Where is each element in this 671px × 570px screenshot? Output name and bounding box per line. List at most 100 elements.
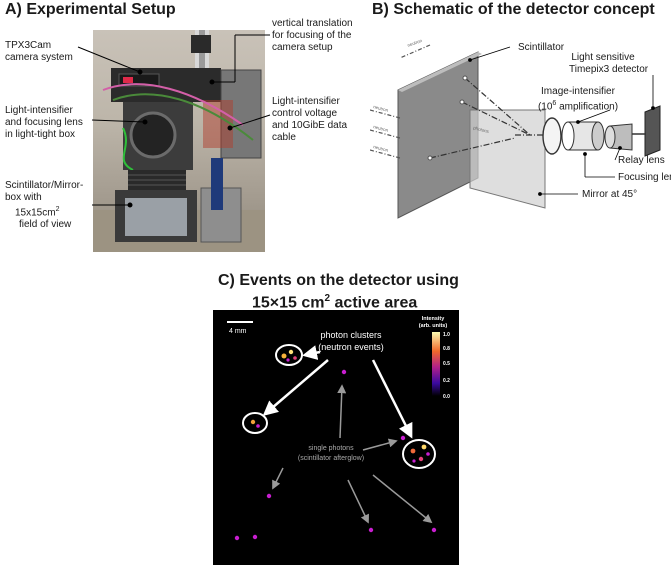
beam-label-2: neutron	[373, 124, 390, 133]
single-arrow-left	[272, 467, 284, 490]
cluster-label-1: photon clusters	[320, 330, 382, 340]
cluster-arrow-3	[371, 359, 413, 439]
leader-tpx3cam	[77, 46, 141, 73]
panel-c-title-sup: 2	[324, 293, 331, 304]
single-photons	[234, 369, 437, 541]
label-intensifier-name: Image-intensifier	[541, 86, 615, 97]
cluster-2-hit	[256, 424, 260, 428]
cluster-arrow-2	[262, 359, 329, 416]
label-scint-line4: field of view	[19, 219, 72, 231]
setup-photo	[93, 30, 265, 252]
label-scint-fov-value: 15x15cm	[15, 207, 56, 219]
leader-intensifier-dot	[142, 119, 148, 125]
incoming-beams	[370, 44, 431, 159]
scintillator-plate-top	[398, 52, 482, 92]
label-tpx3cam-line1: TPX3Cam	[5, 40, 52, 51]
beam-label-3: neutron	[373, 144, 390, 153]
single-arrow-right	[362, 438, 398, 451]
panel-c-title-post: active area	[330, 294, 418, 312]
label-scint-line1: Scintillator/Mirror-	[5, 180, 84, 191]
single-arrow-up	[337, 384, 347, 439]
cluster-1-hit	[286, 358, 290, 362]
leader-vertical-dot	[209, 79, 215, 85]
colorbar-tick-1: 1.0	[443, 332, 450, 338]
label-control: Light-intensifier control voltage and 10…	[272, 96, 347, 144]
single-photon-arrows	[272, 384, 433, 524]
label-amp-post: amplification)	[556, 101, 619, 113]
label-timepix-line1: Light sensitive	[571, 52, 635, 63]
panel-c-title-line2: 15×15 cm2 active area	[252, 290, 417, 312]
schematic-diagram: neutron neutron neutron neutron photons	[370, 38, 661, 219]
photon-origin-2	[459, 99, 465, 105]
label-intensifier-amp: (106 amplification)	[523, 98, 633, 113]
single-arrow-down	[347, 479, 369, 524]
single-label-2: (scintillator afterglow)	[298, 455, 364, 462]
label-vertical-line2: for focusing of the	[272, 30, 352, 41]
event-image: 4 mm Intensity (arb. units) 1.0 0.8 0.5 …	[213, 310, 459, 565]
label-intensifier: Light-intensifier and focusing lens in l…	[5, 105, 83, 141]
label-scint-line2: box with	[5, 192, 42, 203]
timepix-detector	[644, 105, 661, 157]
panel-a-title: A) Experimental Setup	[5, 1, 176, 18]
label-control-line3: and 10GibE data	[272, 120, 348, 131]
cluster-2-hit	[250, 419, 256, 425]
photon-origin-3	[427, 155, 433, 161]
cluster-1-hit	[293, 356, 297, 360]
colorbar-tick-3: 0.5	[443, 361, 450, 367]
label-timepix: Light sensitive Timepix3 detector	[569, 52, 649, 76]
cluster-3-hit	[412, 459, 416, 463]
label-timepix-line2: Timepix3 detector	[569, 64, 649, 75]
leader-tpx3cam-dot	[137, 69, 143, 75]
single-photon	[400, 435, 406, 441]
focusing-lens	[542, 117, 562, 155]
label-intensifier-line3: in light-tight box	[5, 129, 76, 140]
cluster-1-hit	[288, 349, 294, 355]
colorbar-tick-4: 0.2	[443, 378, 450, 384]
label-vertical-line3: camera setup	[272, 42, 333, 53]
photon-origin-1	[462, 75, 468, 81]
label-scint-fov-sup: 2	[55, 206, 60, 213]
beam-labels: neutron neutron neutron neutron photons	[373, 38, 490, 153]
cluster-label-2: (neutron events)	[318, 342, 384, 352]
schematic-leaders	[468, 46, 655, 196]
label-amp-pre: (10	[537, 101, 553, 113]
intensifier-back	[591, 121, 605, 151]
cluster-3-hit	[418, 456, 424, 462]
cluster-1-hit	[281, 353, 287, 359]
cluster-arrow-1	[302, 345, 321, 361]
single-arrow-down-right	[372, 474, 433, 524]
label-relay-lens: Relay lens	[618, 155, 665, 166]
label-control-line1: Light-intensifier	[272, 96, 340, 107]
leader-scint-box-dot	[127, 202, 133, 208]
colorbar-title-1: Intensity	[422, 316, 446, 322]
label-mirror: Mirror at 45°	[582, 189, 638, 200]
scale-bar-label: 4 mm	[229, 328, 247, 335]
intensifier-front	[561, 121, 575, 151]
relay-lens-front	[604, 125, 616, 149]
label-image-intensifier: Image-intensifier (106 amplification)	[523, 86, 633, 113]
single-photon	[234, 535, 240, 541]
label-scintillator: Scintillator	[518, 42, 565, 53]
colorbar-tick-5: 0.0	[443, 394, 450, 400]
beam-label-1: neutron	[373, 104, 390, 113]
leader-intensifier	[91, 119, 146, 123]
single-photon	[252, 534, 258, 540]
colorbar-ticks: 1.0 0.8 0.5 0.2 0.0	[443, 332, 450, 400]
label-vertical-line1: vertical translation	[272, 18, 353, 29]
beam-label-4: neutron	[407, 38, 424, 48]
label-intensifier-line1: Light-intensifier	[5, 105, 73, 116]
mirror-plate	[469, 109, 546, 209]
colorbar	[432, 332, 440, 396]
label-amp-sup: 6	[552, 100, 557, 107]
panel-a-leaders	[77, 34, 271, 208]
single-label-1: single photons	[308, 445, 354, 452]
label-tpx3cam: TPX3Cam camera system	[5, 40, 73, 64]
cluster-3-hit	[421, 444, 427, 450]
leader-control	[229, 114, 271, 129]
single-photon	[266, 493, 272, 499]
single-photon	[368, 527, 374, 533]
single-photon	[431, 527, 437, 533]
panel-c-title-size: 15×15 cm	[252, 294, 325, 312]
cluster-circle-3	[402, 439, 436, 469]
label-scint-line3: 15x15cm2	[5, 204, 83, 219]
